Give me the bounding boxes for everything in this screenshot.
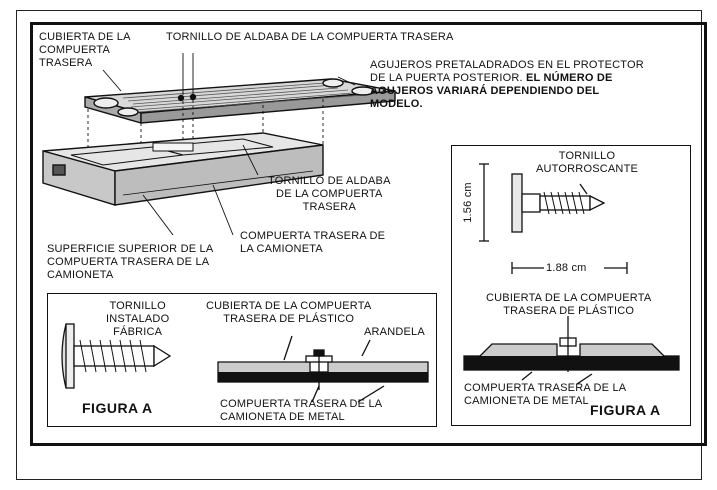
cover-side-face: [140, 90, 396, 124]
washer-label: ARANDELA: [364, 326, 425, 338]
cover-label: CUBIERTA DE LA COMPUERTA TRASERA: [39, 31, 131, 69]
metal-tailgate-label: COMPUERTA TRASERA DE LA CAMIONETA DE MET…: [220, 398, 383, 423]
figure-caption: FIGURA A: [82, 400, 153, 416]
latch-screw-label-mid: TORNILLO DE ALDABA DE LA COMPUERTA TRASE…: [268, 175, 391, 213]
figure-a-right: TORNILLO AUTORROSCANTE 1.56 cm 1.88 cm C…: [451, 145, 691, 426]
metal-tailgate-label: COMPUERTA TRASERA DE LA CAMIONETA DE MET…: [464, 382, 627, 407]
cover-pocket: [322, 78, 344, 88]
latch-screw: [189, 93, 197, 101]
tailgate-exploded-illustration: [42, 53, 396, 236]
page-border: [16, 10, 702, 480]
plastic-cover-label: CUBIERTA DE LA COMPUERTA TRASERA DE PLÁS…: [486, 292, 652, 317]
cover-pocket: [351, 86, 375, 96]
factory-screw-label: TORNILLO INSTALADO FÁBRICA: [106, 300, 170, 338]
plastic-cover-label: CUBIERTA DE LA COMPUERTA TRASERA DE PLÁS…: [206, 300, 372, 325]
top-surface-label: SUPERFICIE SUPERIOR DE LA COMPUERTA TRAS…: [47, 243, 214, 281]
self-tapping-screw-illustration: [463, 163, 680, 385]
latch-screw-label-top: TORNILLO DE ALDABA DE LA COMPUERTA TRASE…: [166, 31, 454, 43]
truck-tailgate-label: COMPUERTA TRASERA DE LA CAMIONETA: [240, 230, 386, 255]
latch-screw: [177, 94, 185, 102]
predrilled-holes-label: AGUJEROS PRETALADRADOS EN EL PROTECTOR D…: [370, 59, 644, 110]
tailgate-side-face: [114, 144, 324, 206]
cover-pocket: [93, 97, 119, 109]
height-dimension-label: 1.56 cm: [461, 182, 474, 223]
figure-a-left: TORNILLO INSTALADO FÁBRICA CUBIERTA DE L…: [47, 293, 437, 427]
figure-caption: FIGURA A: [590, 402, 661, 418]
cover-pocket: [117, 107, 139, 117]
diagram-frame: CUBIERTA DE LA COMPUERTA TRASERA TORNILL…: [30, 22, 707, 446]
width-dimension-label: 1.88 cm: [546, 262, 587, 274]
self-tapping-screw-label: TORNILLO AUTORROSCANTE: [536, 150, 639, 175]
factory-screw-illustration: [61, 323, 429, 403]
